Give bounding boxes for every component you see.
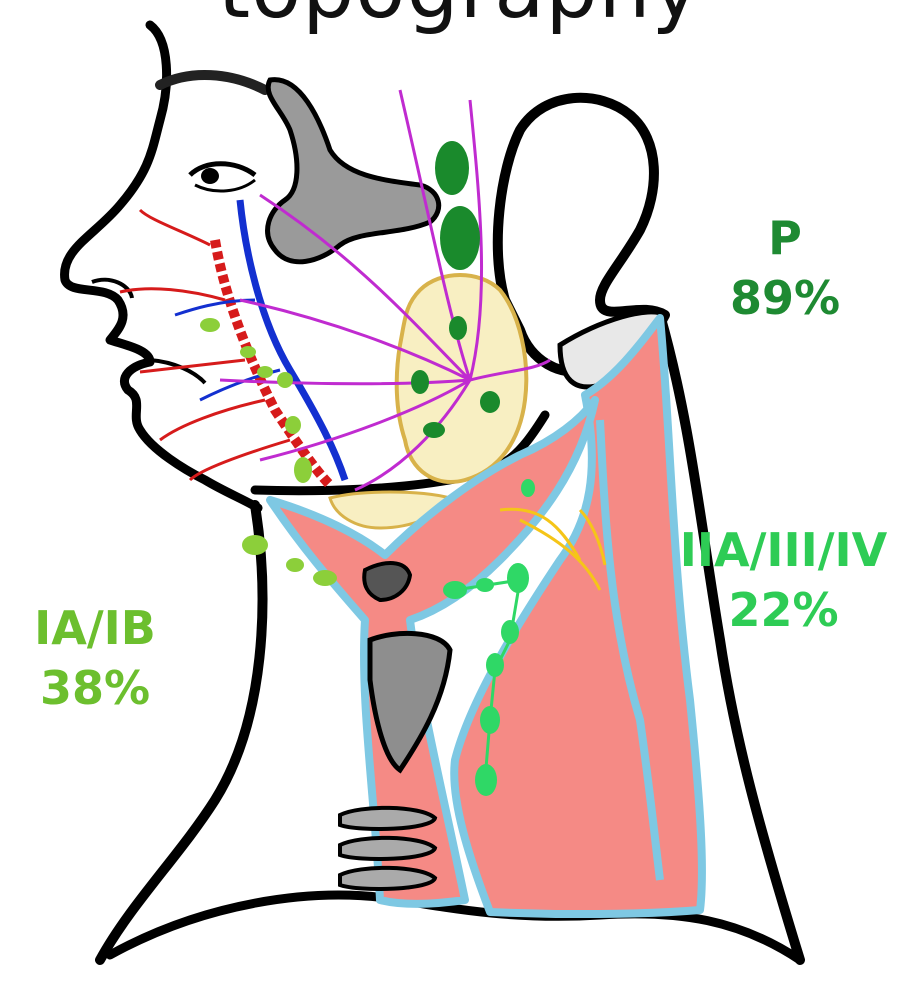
jugular-region-name: IIA/III/IV	[648, 520, 919, 580]
lymph-node-jugular-8	[521, 479, 535, 497]
lymph-node-preauricular-1	[435, 141, 469, 195]
trachea-ring-1	[340, 808, 435, 829]
jugular-region-label: IIA/III/IV 22%	[648, 520, 919, 640]
parotid-region-name: P	[700, 208, 870, 268]
submandibular-region-label: IA/IB 38%	[0, 598, 190, 718]
lymph-node-parotid-3	[480, 391, 500, 413]
lymph-node-facial-4	[277, 372, 293, 388]
lymph-node-jugular-2	[476, 578, 494, 592]
eyebrow	[160, 75, 265, 90]
lymph-node-jugular-5	[486, 653, 504, 677]
lymph-node-submental-3	[313, 570, 337, 586]
face-profile	[65, 25, 258, 508]
mouth-line	[150, 360, 205, 383]
lymph-node-parotid-1	[449, 316, 467, 340]
lymph-node-jugular-6	[480, 706, 500, 734]
submandibular-region-name: IA/IB	[0, 598, 190, 658]
lymph-node-jugular-1	[443, 581, 467, 599]
zygomatic-bone	[268, 80, 439, 262]
lymph-node-jugular-3	[507, 563, 529, 593]
lymph-node-facial-1	[200, 318, 220, 332]
trachea-ring-3	[340, 868, 435, 889]
lymph-node-submental-1	[242, 535, 268, 555]
lymph-node-facial-2	[240, 346, 256, 358]
parotid-region-label: P 89%	[700, 208, 870, 328]
parotid-region-value: 89%	[700, 268, 870, 328]
eye-upper	[190, 164, 255, 175]
trachea-ring-2	[340, 838, 435, 859]
lymph-node-submental-2	[286, 558, 304, 572]
pupil	[201, 168, 219, 184]
lymph-node-jugular-7	[475, 764, 497, 796]
lymph-node-facial-6	[294, 457, 312, 483]
lymph-node-facial-5	[285, 416, 301, 434]
lymph-node-facial-3	[257, 366, 273, 378]
lymph-node-parotid-2	[411, 370, 429, 394]
lymph-node-preauricular-2	[440, 206, 480, 270]
submandibular-region-value: 38%	[0, 658, 190, 718]
lymph-node-parotid-4	[423, 422, 445, 438]
lymph-node-jugular-4	[501, 620, 519, 644]
neck-outline-front	[100, 505, 262, 960]
jugular-region-value: 22%	[648, 580, 919, 640]
